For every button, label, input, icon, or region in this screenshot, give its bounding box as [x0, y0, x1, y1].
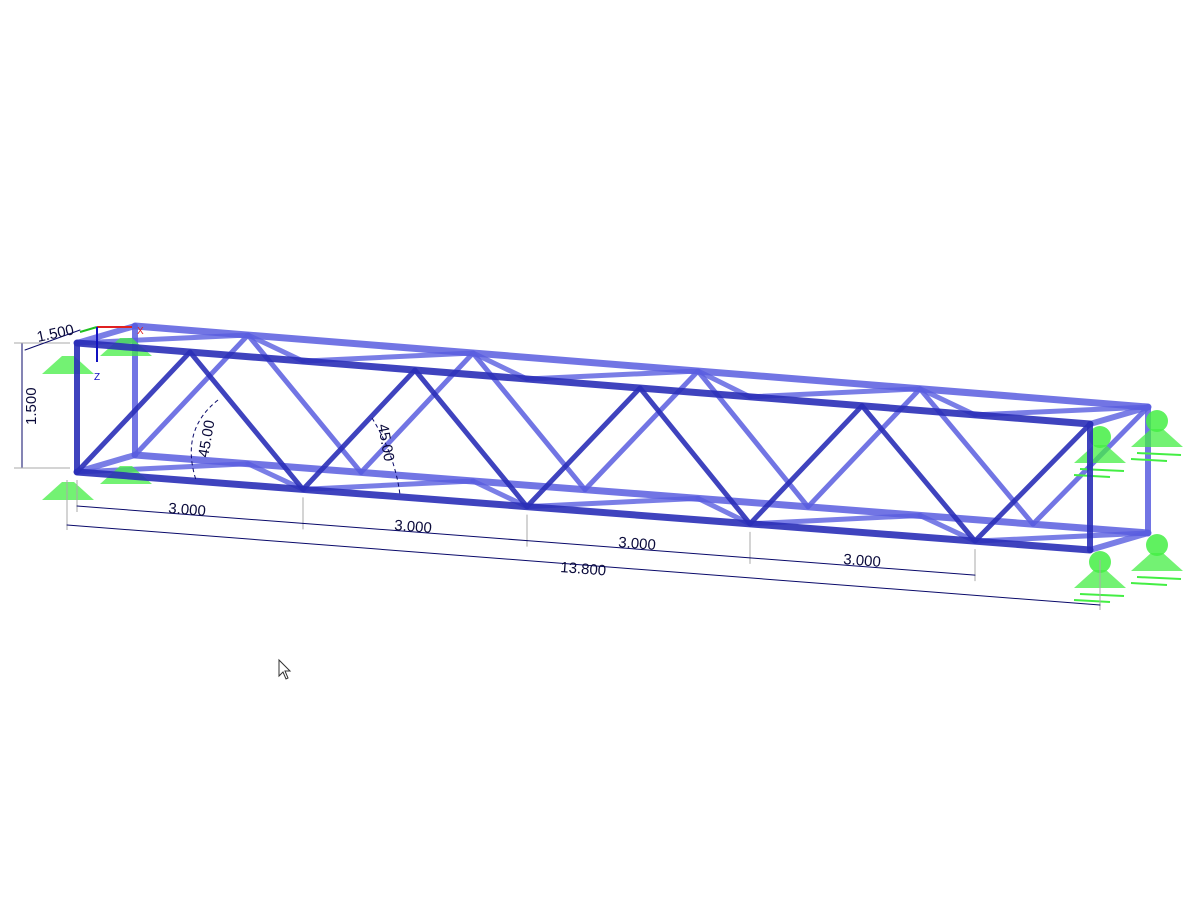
support-ground	[1136, 576, 1182, 580]
dim-panel-line	[302, 522, 528, 542]
support-hinge	[1089, 426, 1111, 448]
dim-panel-label-3: 3.000	[618, 534, 657, 554]
bottom-plane-brace	[917, 512, 978, 544]
front-diagonal	[972, 421, 1093, 544]
front-diagonal	[747, 403, 865, 527]
top-plane-brace	[245, 332, 306, 364]
dim-panel-line	[76, 505, 304, 524]
front-diagonal	[524, 385, 643, 510]
top-plane-end-tie	[1087, 404, 1151, 428]
dim-depth-label: 1.500	[35, 321, 75, 345]
axis-x-label: X	[137, 326, 144, 337]
top-plane-brace	[917, 386, 978, 418]
front-diagonal	[300, 367, 418, 492]
front-diagonal	[859, 403, 978, 544]
dim-panel-line	[749, 557, 976, 576]
bottom-plane-brace	[245, 461, 306, 492]
back-members	[74, 322, 1152, 554]
front-diagonal	[637, 385, 753, 527]
dim-total-label: 13.800	[560, 559, 607, 579]
support-icon	[1130, 534, 1183, 586]
front-members	[73, 339, 1094, 554]
support-ground	[1073, 599, 1111, 603]
dim-total-line	[66, 524, 1101, 606]
support-base	[42, 356, 94, 374]
bottom-plane-brace	[695, 495, 753, 527]
support-base	[1074, 445, 1126, 463]
bottom-plane-end-tie	[74, 452, 138, 475]
dim-angle-label-1: 45.00	[195, 419, 218, 459]
support-ground	[1079, 593, 1125, 597]
top-plane-brace	[300, 350, 476, 364]
support-hinge	[1146, 410, 1168, 432]
dim-panel-label-1: 3.000	[168, 500, 207, 520]
top-plane-brace	[524, 368, 701, 382]
dim-height-label: 1.500	[23, 387, 40, 425]
dim-panel-label-4: 3.000	[843, 551, 882, 571]
bottom-plane-brace	[972, 530, 1151, 544]
coordinate-axes: X Z	[79, 326, 144, 383]
dim-angle-arc	[190, 399, 219, 481]
axis-z-label: Z	[94, 372, 100, 383]
bottom-plane-end-tie	[1087, 530, 1151, 554]
support-ground	[1136, 452, 1182, 456]
back-top-chord	[131, 322, 1152, 411]
dim-depth-line	[24, 329, 81, 351]
top-plane-brace	[695, 368, 753, 400]
dim-panel-line	[526, 540, 751, 559]
support-icon	[1130, 410, 1183, 462]
top-plane-brace	[972, 404, 1151, 418]
front-diagonal	[187, 349, 306, 492]
support-hinge	[1146, 534, 1168, 556]
bottom-plane-brace	[300, 478, 476, 492]
dim-angle-label-2: 45.00	[374, 423, 397, 463]
support-ground	[1130, 582, 1168, 586]
top-plane-brace	[74, 332, 251, 346]
front-diagonal	[412, 367, 530, 510]
top-plane-brace	[470, 350, 530, 382]
bottom-plane-brace	[470, 478, 530, 510]
top-plane-brace	[747, 386, 923, 400]
top-plane-end-tie	[74, 323, 138, 346]
support-icon	[42, 356, 94, 374]
support-base	[1131, 553, 1183, 571]
support-ground	[1130, 458, 1168, 462]
support-base	[1131, 429, 1183, 447]
bottom-plane-brace	[74, 461, 251, 475]
bottom-plane-brace	[747, 512, 923, 527]
dim-panel-label-2: 3.000	[394, 517, 433, 537]
front-diagonal	[74, 349, 193, 475]
support-base	[42, 482, 94, 500]
dim-angle-arc	[371, 417, 401, 496]
back-bottom-chord	[131, 451, 1152, 537]
bottom-plane-brace	[524, 495, 701, 510]
mouse-pointer-icon	[278, 658, 292, 680]
dimension-lines	[14, 329, 1101, 610]
front-top-chord	[73, 339, 1094, 428]
support-icon	[42, 482, 94, 500]
front-bottom-chord	[73, 468, 1094, 554]
